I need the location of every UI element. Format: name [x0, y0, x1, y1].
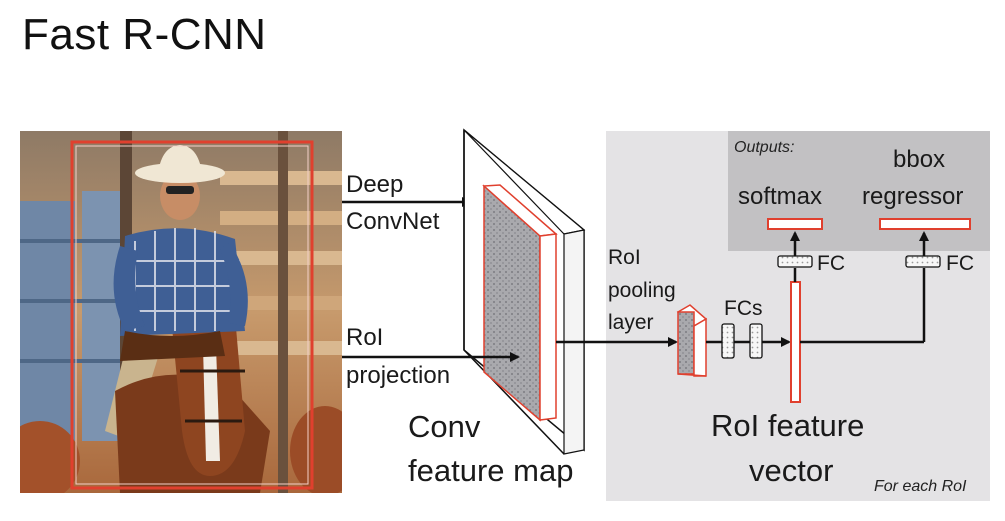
projected-roi: [482, 184, 558, 422]
softmax-label: softmax: [738, 183, 823, 210]
fcs-label: FCs: [724, 297, 763, 320]
bbox-branch: [800, 231, 941, 344]
bbox-output: [879, 218, 971, 230]
roi-pooling-label-line2: pooling: [608, 279, 676, 302]
roi-projection-label-line1: RoI: [346, 324, 384, 351]
roi-pooled-tensor: [676, 304, 708, 377]
bbox-label-line2: regressor: [862, 183, 964, 210]
roi-feature-vector: [790, 281, 801, 403]
deep-convnet-label-line1: Deep: [346, 171, 404, 198]
slide-title: Fast R-CNN: [22, 10, 267, 59]
roi-pooling-label-line3: layer: [608, 311, 654, 334]
conv-feature-map-label-line2: feature map: [408, 453, 574, 488]
bbox-label-line1: bbox: [893, 146, 946, 173]
conv-feature-map-label-line1: Conv: [408, 409, 481, 444]
roi-pooling-label-line1: RoI: [608, 246, 641, 269]
input-image: [20, 131, 342, 493]
outputs-panel: [728, 131, 990, 251]
roi-feature-vector-label-line2: vector: [749, 453, 834, 488]
roi-projection-label-line2: projection: [346, 362, 451, 389]
outputs-label: Outputs:: [734, 139, 795, 156]
fc-left-label: FC: [817, 252, 845, 275]
fc-right-label: FC: [946, 252, 974, 275]
for-each-roi-label: For each RoI: [874, 478, 967, 495]
roi-feature-vector-label-line1: RoI feature: [711, 408, 865, 443]
fcs-chain: [706, 323, 791, 359]
deep-convnet-label-line2: ConvNet: [346, 208, 440, 235]
softmax-branch: [777, 231, 813, 282]
softmax-output: [767, 218, 823, 230]
